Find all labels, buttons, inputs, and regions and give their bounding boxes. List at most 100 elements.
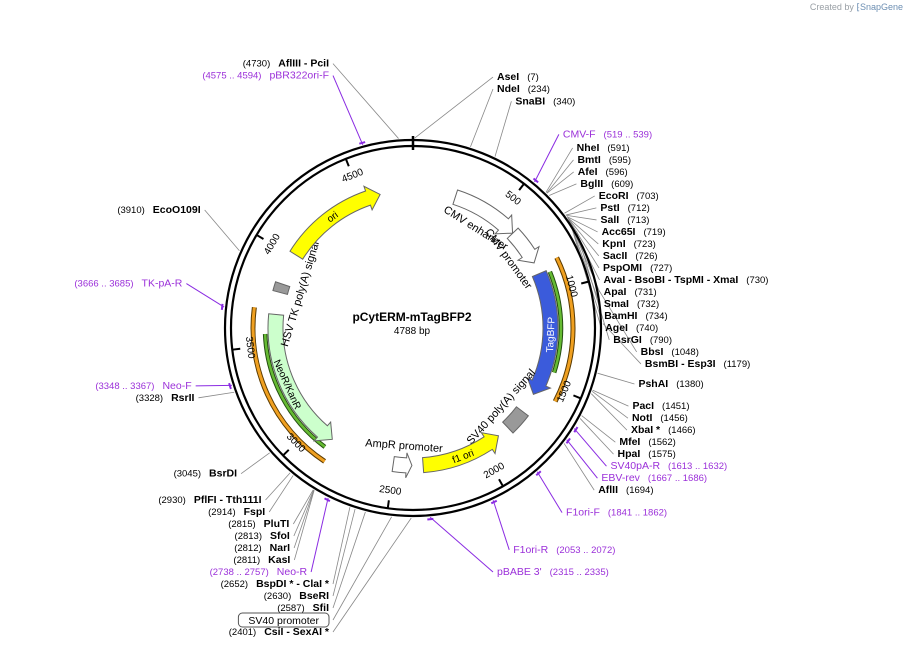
site-label: (2587)SfiI bbox=[277, 602, 329, 614]
site-name: Acc65I bbox=[602, 226, 636, 238]
primer-range: (1667 .. 1686) bbox=[648, 473, 707, 484]
restriction-site: (2930)PflFI - Tth111I bbox=[158, 494, 261, 506]
primer-mark bbox=[573, 426, 579, 433]
site-label: BsmBI - Esp3I(1179) bbox=[645, 358, 750, 370]
site-name: KasI bbox=[268, 554, 290, 566]
site-label: BsrGI(790) bbox=[613, 334, 672, 346]
site-label: (2813) SfoI bbox=[235, 530, 290, 542]
site-label: AflII(1694) bbox=[598, 484, 653, 496]
site-leader bbox=[569, 220, 602, 329]
site-labels: AseI(7)NdeI(234)SnaBI(340)CMV-F(519 .. 5… bbox=[74, 58, 768, 638]
tick-mark bbox=[256, 234, 264, 240]
primer-leader bbox=[429, 516, 494, 573]
snapgene-credit: Created by ⁅SnapGene bbox=[810, 2, 903, 13]
restriction-site: NotI(1456) bbox=[632, 412, 688, 424]
restriction-site: AseI(7) bbox=[497, 71, 539, 83]
site-name: NotI bbox=[632, 412, 652, 424]
site-position: (3910) bbox=[117, 205, 144, 216]
site-name: SmaI bbox=[604, 298, 629, 310]
site-leader bbox=[204, 209, 240, 252]
restriction-site: (4730)AflIII - PciI bbox=[243, 58, 329, 70]
site-leader bbox=[293, 489, 314, 525]
site-leader bbox=[414, 76, 494, 139]
site-label: NdeI(234) bbox=[497, 83, 550, 95]
primer-mark bbox=[490, 499, 498, 505]
restriction-site: PshAI(1380) bbox=[638, 378, 703, 390]
plasmid-name: pCytERM-mTagBFP2 bbox=[352, 310, 471, 324]
site-position: (1048) bbox=[671, 347, 698, 358]
site-leader bbox=[581, 415, 616, 443]
primer-mark bbox=[565, 437, 571, 444]
restriction-site: (2815)PluTI bbox=[228, 518, 289, 530]
site-leader bbox=[332, 507, 351, 585]
primer-name: Neo-R bbox=[277, 566, 308, 578]
tick-label: 3500 bbox=[243, 336, 257, 360]
site-leader bbox=[545, 147, 573, 193]
site-leader bbox=[293, 490, 315, 561]
feature-arrow bbox=[452, 189, 514, 235]
primer-name: pBR322ori-F bbox=[269, 70, 329, 82]
feature-arrow bbox=[506, 227, 540, 264]
site-position: (2587) bbox=[277, 603, 304, 614]
site-name: PstI bbox=[600, 202, 619, 214]
site-position: (723) bbox=[634, 239, 656, 250]
restriction-site: AflII(1694) bbox=[598, 484, 653, 496]
site-name: BmtI bbox=[577, 154, 600, 166]
primer-name: pBABE 3' bbox=[497, 566, 542, 578]
site-leader bbox=[240, 452, 270, 475]
snapgene-logo-icon: ⁅ bbox=[856, 2, 860, 12]
site-position: (727) bbox=[650, 263, 672, 274]
site-leader bbox=[599, 290, 637, 353]
primer-label: (3666 .. 3685)TK-pA-R bbox=[74, 278, 182, 290]
site-name: EcoRI bbox=[599, 190, 629, 202]
feature-label: TagBFP bbox=[545, 316, 558, 352]
site-label: AvaI - BsoBI - TspMI - XmaI(730) bbox=[604, 274, 769, 286]
site-label: (2811)KasI bbox=[233, 554, 290, 566]
site-leader bbox=[549, 183, 577, 196]
plasmid-backbone bbox=[223, 136, 603, 518]
credit-prefix: Created by bbox=[809, 2, 854, 12]
primer-leader bbox=[536, 471, 563, 513]
restriction-site: (2811)KasI bbox=[233, 554, 290, 566]
site-leader bbox=[563, 443, 595, 491]
primer-leader bbox=[492, 500, 510, 550]
tick-label: 1500 bbox=[555, 379, 574, 404]
site-leader bbox=[590, 393, 628, 431]
site-name: SfoI bbox=[270, 530, 290, 542]
site-position: (1380) bbox=[676, 379, 703, 390]
primer-label: CMV-F(519 .. 539) bbox=[563, 128, 652, 140]
primer-text: EBV-rev(1667 .. 1686) bbox=[601, 472, 707, 484]
site-leader bbox=[592, 389, 629, 407]
orange-arc bbox=[251, 307, 326, 463]
site-leader bbox=[268, 475, 294, 513]
site-label: Acc65I(719) bbox=[602, 226, 666, 238]
primer-label: (3348 .. 3367)Neo-F bbox=[95, 380, 191, 392]
site-label: (2930)PflFI - Tth111I bbox=[158, 494, 261, 506]
site-position: (731) bbox=[634, 287, 656, 298]
primer-mark bbox=[359, 141, 366, 145]
restriction-site: (2587)SfiI bbox=[277, 602, 329, 614]
primer-leader bbox=[186, 283, 225, 308]
site-position: (7) bbox=[527, 72, 539, 83]
site-position: (2815) bbox=[228, 519, 255, 530]
restriction-site: PacI(1451) bbox=[632, 400, 689, 412]
restriction-site: Acc65I(719) bbox=[602, 226, 666, 238]
site-name: PflFI - Tth111I bbox=[194, 494, 262, 506]
site-leader bbox=[332, 516, 392, 621]
restriction-site: (2813) SfoI bbox=[235, 530, 290, 542]
primer-label: (2738 .. 2757)Neo-R bbox=[210, 566, 308, 578]
site-position: (2813) bbox=[235, 531, 262, 542]
feature-arrow bbox=[267, 313, 333, 442]
tick-mark bbox=[580, 280, 590, 285]
green-arc bbox=[263, 333, 326, 448]
site-label: (3910)EcoO109I bbox=[117, 204, 200, 216]
site-leader bbox=[332, 517, 412, 633]
site-name: KpnI bbox=[602, 238, 625, 250]
tick-mark bbox=[386, 500, 390, 509]
site-position: (2630) bbox=[264, 591, 291, 602]
feature-arrow bbox=[272, 281, 291, 296]
feature-arrow bbox=[391, 452, 413, 479]
site-label: BglII(609) bbox=[580, 178, 633, 190]
site-name: SnaBI bbox=[515, 95, 545, 107]
site-position: (1179) bbox=[724, 359, 751, 370]
